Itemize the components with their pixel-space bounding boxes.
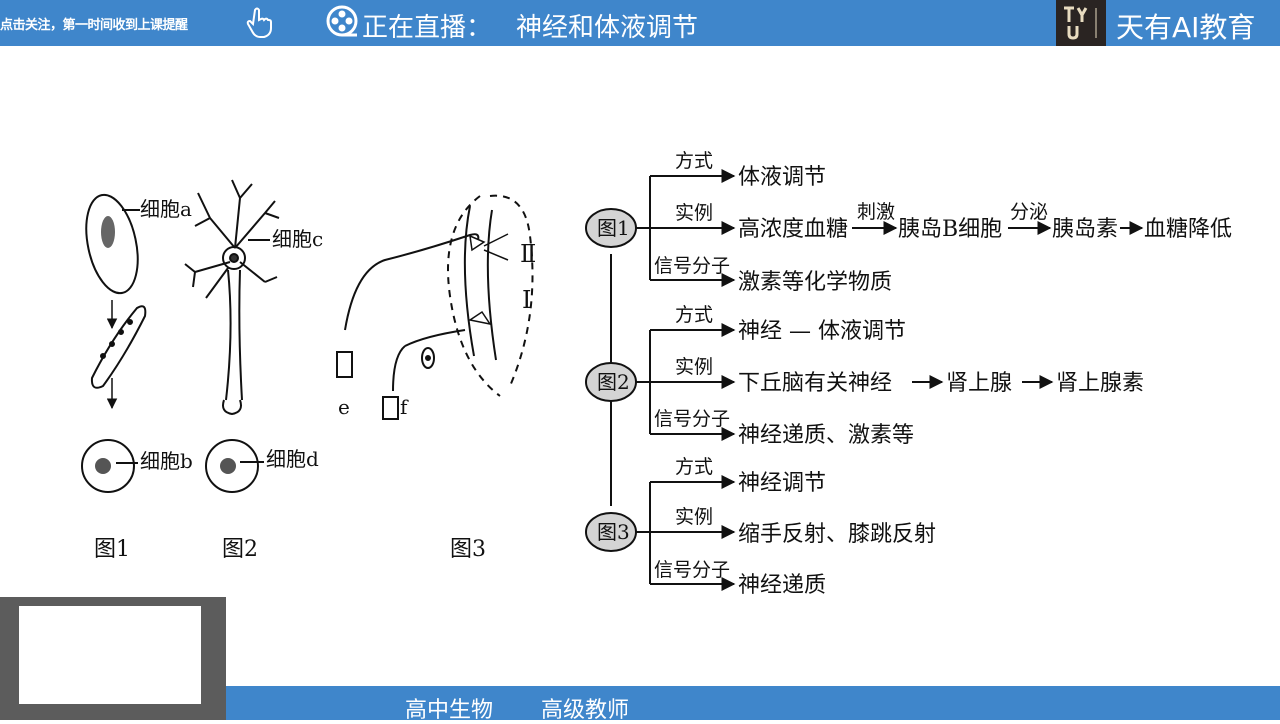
g1-example-result: 血糖降低 [1144,217,1232,242]
pointing-hand-icon[interactable] [245,6,273,38]
g2-example-label: 实例 [675,356,713,378]
slide-content: 细胞a 细胞b 图1 细胞c 细胞d 图2 Ⅱ Ⅰ e f 图3 [81,150,1232,598]
neuron-body [222,246,246,270]
roman-1-label: Ⅰ [522,286,531,314]
efferent-nerve [404,329,466,347]
g1-signal-label: 信号分子 [654,255,730,277]
g1-secrete-label: 分泌 [1010,201,1048,223]
cell-c-label: 细胞c [272,227,323,251]
node-fig3-label: 图3 [597,520,630,544]
bottom-banner [225,686,1280,720]
afferent-nerve [344,233,480,331]
g3-way: 神经调节 [738,471,826,496]
cell-a-label: 细胞a [140,197,192,221]
footer-subject: 高中生物 [405,698,494,723]
label-f: f [400,395,409,419]
node-fig2 [585,362,637,402]
figure-1-caption: 图1 [94,537,130,562]
figure-2-diagram [184,179,280,493]
g1-example-label: 实例 [675,202,713,224]
follow-prompt[interactable]: 点击关注，第一时间收到上课提醒 [0,18,188,33]
g1-example-hormone: 胰岛素 [1052,217,1118,242]
g2-signal: 神经递质、激素等 [738,423,914,448]
figure-3-caption: 图3 [450,537,486,562]
roman-2-label: Ⅱ [520,240,536,268]
node-fig1 [585,208,637,248]
g3-signal: 神经递质 [738,573,826,598]
g1-signal: 激素等化学物质 [738,270,892,295]
g2-example-start: 下丘脑有关神经 [738,371,892,396]
teacher-camera-view [19,606,201,704]
concept-map [610,169,1144,591]
footer-teacher-title: 高级教师 [541,698,630,723]
axon [225,269,243,401]
node-fig1-label: 图1 [597,216,630,240]
g1-example-start: 高浓度血糖 [738,217,848,242]
node-fig3 [585,512,637,552]
g2-way: 神经 — 体液调节 [738,319,906,344]
lesson-title: 神经和体液调节 [516,13,699,43]
tyu-logo [1056,0,1106,46]
cell-d-shape [205,439,259,493]
cell-a-nucleus [101,216,115,248]
dendrites [184,179,280,299]
vessel-shape [90,305,147,389]
g2-example-gland: 肾上腺 [946,371,1012,396]
g1-way: 体液调节 [738,165,826,190]
cell-d-label: 细胞d [266,447,319,471]
g1-stimulate-label: 刺激 [857,201,895,223]
g3-example-label: 实例 [675,506,713,528]
g2-example-hormone: 肾上腺素 [1056,371,1144,396]
g1-way-label: 方式 [675,150,713,172]
g3-example: 缩手反射、膝跳反射 [738,522,936,547]
label-e: e [338,395,350,419]
node-fig2-label: 图2 [597,370,630,394]
logo-mark-icon [1064,6,1097,40]
g3-way-label: 方式 [675,456,713,478]
g1-example-cell: 胰岛B细胞 [898,217,1002,242]
cell-a-shape [85,193,139,295]
cell-b-label: 细胞b [140,449,193,473]
g2-way-label: 方式 [675,304,713,326]
cell-b-shape [81,439,135,493]
brand-name: 天有AI教育 [1116,11,1256,44]
receptor-e [336,351,353,378]
figure-1-diagram [81,193,147,493]
figure-2-caption: 图2 [222,537,258,562]
spinal-outline [447,195,501,397]
concept-nodes [585,208,637,552]
film-reel-icon [326,5,358,37]
figure-3-diagram [336,194,534,420]
g2-signal-label: 信号分子 [654,408,730,430]
g3-signal-label: 信号分子 [654,559,730,581]
effector-f [382,396,399,420]
live-label: 正在直播： [362,13,493,43]
